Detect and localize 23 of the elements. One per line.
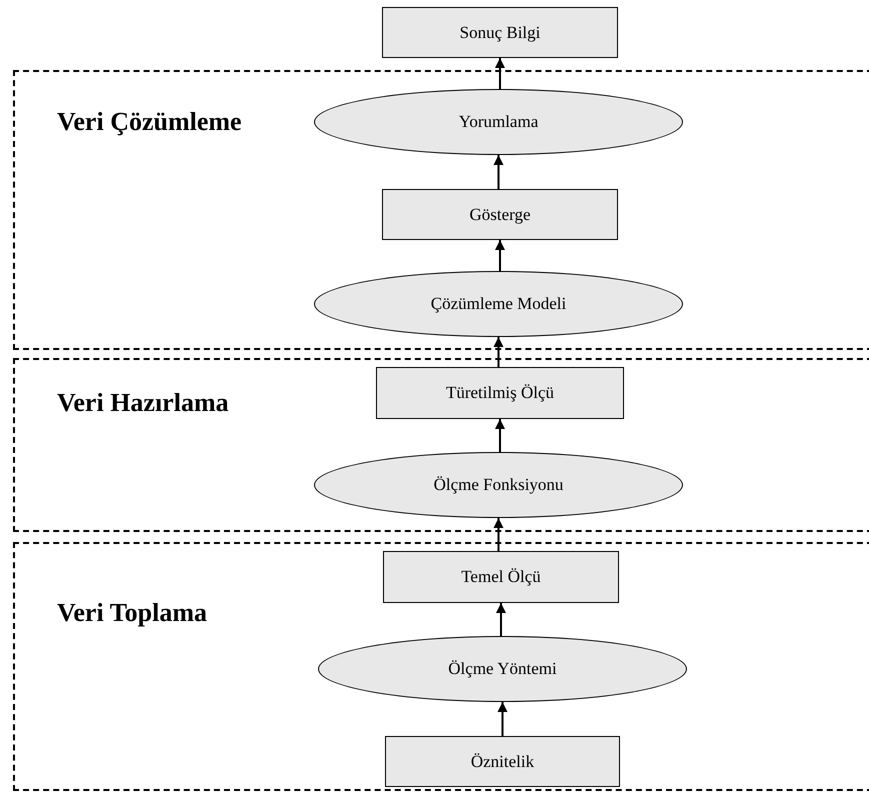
arrow bbox=[498, 702, 508, 736]
process-ellipse: Ölçme Yöntemi bbox=[318, 636, 687, 702]
dashed-region bbox=[13, 542, 869, 791]
process-ellipse: Çözümleme Modeli bbox=[314, 271, 683, 337]
arrow bbox=[495, 58, 505, 89]
section-heading: Veri Toplama bbox=[57, 600, 208, 626]
process-box: Sonuç Bilgi bbox=[382, 7, 618, 58]
process-box: Temel Ölçü bbox=[383, 551, 619, 603]
arrow bbox=[496, 603, 506, 636]
arrow bbox=[494, 337, 504, 367]
dashed-region bbox=[13, 70, 869, 350]
process-box: Türetilmiş Ölçü bbox=[376, 367, 624, 419]
arrow bbox=[495, 240, 505, 271]
process-box: Öznitelik bbox=[385, 736, 620, 787]
section-heading: Veri Hazırlama bbox=[57, 390, 229, 416]
arrow bbox=[494, 518, 504, 551]
dashed-region bbox=[13, 358, 869, 532]
arrow bbox=[495, 419, 505, 452]
arrow bbox=[494, 155, 504, 189]
process-ellipse: Yorumlama bbox=[314, 89, 683, 155]
section-heading: Veri Çözümleme bbox=[57, 109, 242, 135]
process-box: Gösterge bbox=[382, 189, 618, 240]
process-ellipse: Ölçme Fonksiyonu bbox=[314, 452, 683, 518]
